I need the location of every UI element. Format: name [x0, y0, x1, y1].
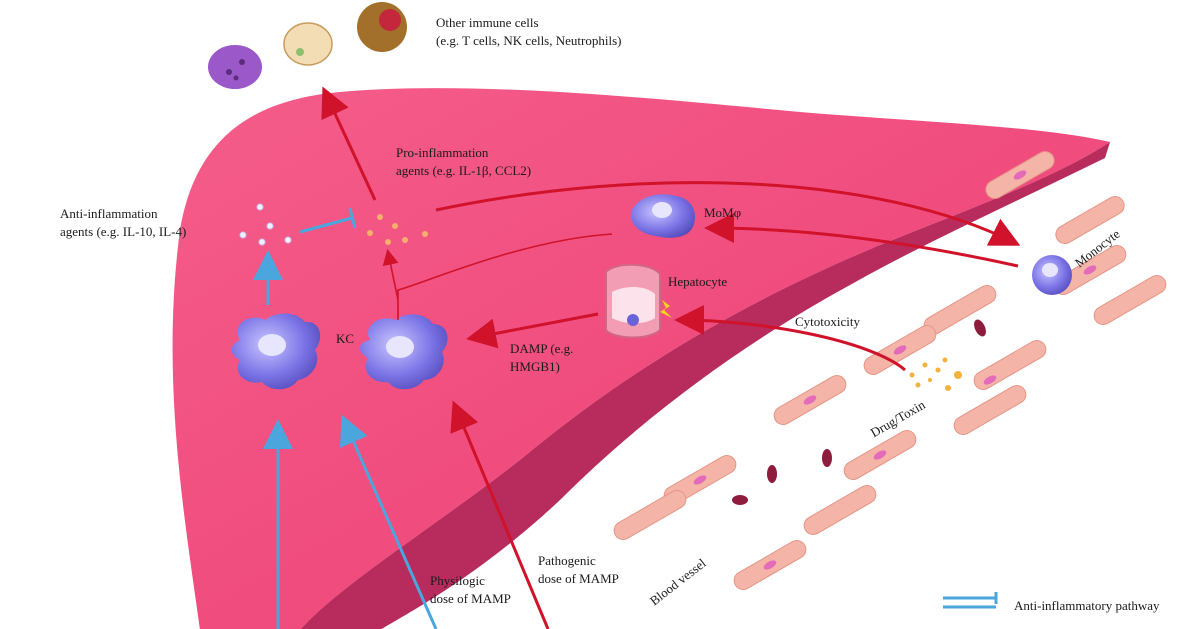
anti-inflammation-line2: agents (e.g. IL-10, IL-4) [60, 223, 187, 239]
pathogenic-mamp-label: Pathogenic dose of MAMP [538, 552, 619, 587]
pro-inflammation-line2: agents (e.g. IL-1β, CCL2) [396, 162, 532, 178]
anti-inflammation-label: Anti-inflammation agents (e.g. IL-10, IL… [60, 205, 186, 240]
red-blood-cells [732, 319, 986, 505]
other-immune-examples: (e.g. T cells, NK cells, Neutrophils) [436, 32, 622, 48]
arrow-damp-to-kc [466, 312, 599, 349]
momphi-cell [631, 194, 696, 238]
liver-lower-edge [300, 142, 1110, 629]
damp-line2: HMGB1) [510, 358, 560, 374]
arrow-pathogenic-mamp [450, 400, 550, 629]
arrow-pro-to-monocyte [435, 181, 1021, 246]
damp-line1: DAMP (e.g. [510, 341, 574, 356]
monocyte-cell [1032, 255, 1072, 295]
anti-inflammatory-arrows [253, 207, 438, 629]
anti-inflammation-line1: Anti-inflammation [60, 206, 158, 221]
vessel-nuclei [693, 170, 1097, 570]
physiologic-line1: Physilogic [430, 573, 485, 588]
inhibit-bar [348, 207, 357, 229]
pathogenic-line1: Pathogenic [538, 553, 596, 568]
pro-inflammation-label: Pro-inflammation agents (e.g. IL-1β, CCL… [396, 144, 531, 179]
legend-inhibit-symbol [943, 592, 998, 609]
physiologic-line2: dose of MAMP [430, 590, 511, 606]
kc-cell-left [231, 313, 321, 390]
physiologic-mamp-label: Physilogic dose of MAMP [430, 572, 511, 607]
cytotoxicity-label: Cytotoxicity [795, 314, 860, 329]
hepatocyte-label: Hepatocyte [668, 274, 728, 289]
pro-inflammatory-arrows [321, 86, 1021, 629]
momphi-label: MoMφ [704, 205, 742, 220]
inhibit-pro [299, 216, 353, 234]
pro-inflammation-line1: Pro-inflammation [396, 145, 489, 160]
liver-shape [172, 88, 1110, 629]
hepatocyte-cell [605, 263, 672, 339]
other-immune-label: Other immune cells (e.g. T cells, NK cel… [436, 14, 621, 49]
anti-inflammation-dots [239, 203, 292, 246]
drug-toxin-particles [909, 357, 962, 391]
thin-pro-lines [382, 233, 613, 320]
arrow-to-other-immune [321, 86, 377, 201]
arrow-toxin-to-hepatocyte [674, 305, 906, 372]
arrow-physiologic-mamp-2 [339, 414, 438, 629]
kc-label: KC [336, 331, 355, 346]
pro-inflammation-dots [367, 214, 428, 245]
pathogenic-line2: dose of MAMP [538, 570, 619, 586]
other-immune-title: Other immune cells [436, 15, 539, 30]
legend-anti-inflammatory-label: Anti-inflammatory pathway [1014, 598, 1160, 613]
kc-cell-right [359, 314, 448, 390]
arrow-monocyte-to-momphi [704, 213, 1019, 268]
damp-label: DAMP (e.g. HMGB1) [510, 340, 573, 375]
other-immune-cells [208, 2, 407, 89]
